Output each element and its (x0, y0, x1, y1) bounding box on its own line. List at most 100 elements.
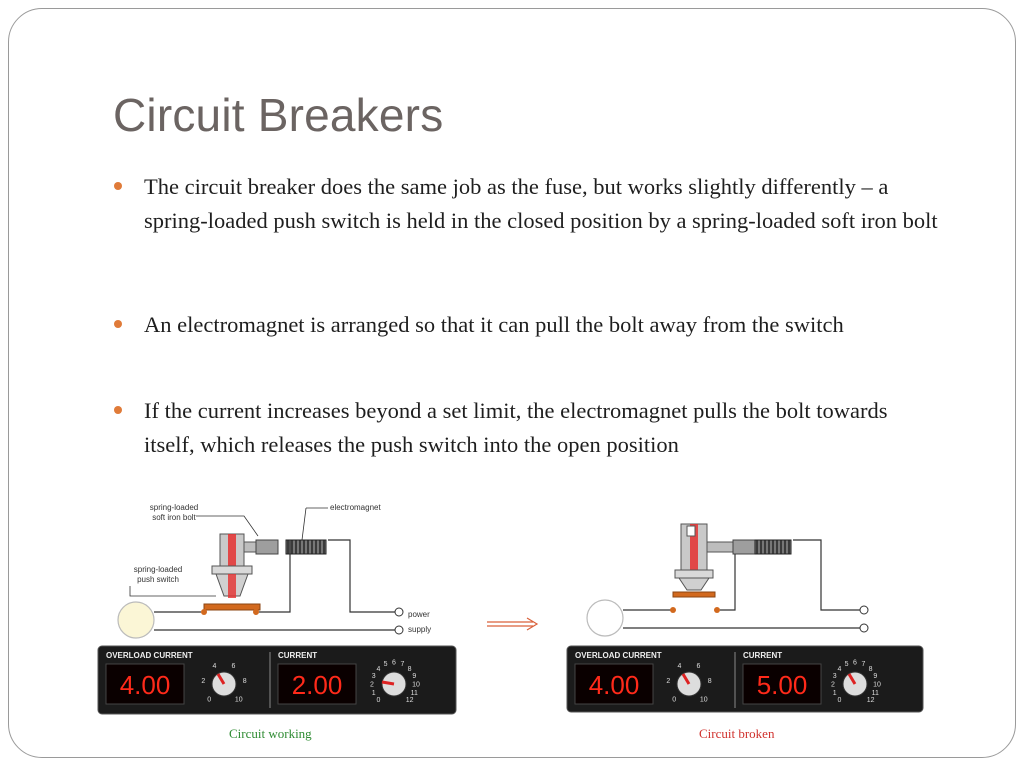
bullet-dot-icon (114, 182, 122, 190)
dial-tick-label: 10 (873, 682, 881, 689)
bolt-head (255, 539, 279, 555)
slide-frame (8, 8, 1016, 758)
dial-tick-label: 2 (201, 678, 205, 685)
dial-tick-label: 6 (853, 660, 857, 667)
dial-tick-label: 6 (232, 663, 236, 670)
overload-knob-pointer (216, 673, 226, 685)
overload-value: 4.00 (120, 670, 171, 700)
dial-tick-label: 4 (837, 666, 841, 673)
current-value: 5.00 (757, 670, 808, 700)
bullet-text: An electromagnet is arranged so that it … (144, 312, 844, 337)
overload-label: OVERLOAD CURRENT (575, 651, 662, 660)
push-switch-bar-open (672, 591, 716, 598)
caption-circuit-working: Circuit working (229, 726, 312, 741)
dial-tick-label: 9 (873, 673, 877, 680)
bolt-highlight (228, 534, 236, 582)
caption-circuit-broken: Circuit broken (699, 726, 775, 741)
dial-tick-label: 5 (384, 661, 388, 668)
dial-tick-label: 4 (213, 663, 217, 670)
electromagnet-label-leader-2 (301, 507, 307, 541)
terminal-supply (394, 625, 404, 635)
dial-tick-label: 8 (708, 678, 712, 685)
current-label: CURRENT (743, 651, 782, 660)
dial-tick-label: 5 (845, 661, 849, 668)
dial-tick-label: 9 (412, 673, 416, 680)
bullet-dot-icon (114, 406, 122, 414)
dial-tick-label: 7 (400, 661, 404, 668)
wire-coil-out (328, 539, 396, 613)
panel-frame (97, 645, 457, 715)
terminal-supply (859, 623, 869, 633)
dial-tick-label: 10 (235, 696, 243, 703)
lamp-icon (117, 601, 155, 639)
bolt-highlight (690, 524, 698, 570)
current-knob-pointer (381, 680, 395, 686)
switch-highlight (228, 574, 236, 598)
terminal-power (859, 605, 869, 615)
dial-tick-label: 12 (867, 697, 875, 704)
supply-label: supply (408, 625, 431, 634)
dial-tick-label: 8 (408, 666, 412, 673)
switch-label-line2: push switch (137, 575, 179, 584)
dial-tick-label: 6 (697, 663, 701, 670)
dial-tick-label: 0 (837, 697, 841, 704)
dial-tick-label: 1 (372, 690, 376, 697)
dial-tick-label: 4 (678, 663, 682, 670)
switch-collar (674, 569, 714, 579)
switch-cone (678, 577, 710, 591)
dial-tick-label: 7 (861, 661, 865, 668)
bullet-item: An electromagnet is arranged so that it … (112, 308, 942, 394)
bullet-item: If the current increases beyond a set li… (112, 394, 942, 464)
overload-display (105, 663, 185, 705)
bullet-text: The circuit breaker does the same job as… (144, 174, 938, 233)
transition-arrow-icon (487, 617, 539, 631)
dial-tick-label: 8 (243, 678, 247, 685)
current-label: CURRENT (278, 651, 317, 660)
bolt-label-leader (196, 515, 259, 537)
overload-knob-pointer (681, 673, 691, 685)
wire-coil-out (793, 539, 861, 611)
dial-tick-label: 11 (411, 690, 418, 697)
dial-tick-label: 2 (831, 682, 835, 689)
bolt-head (732, 539, 756, 555)
dial-tick-label: 1 (833, 690, 837, 697)
overload-label: OVERLOAD CURRENT (106, 651, 193, 660)
current-display (277, 663, 357, 705)
dial-tick-label: 0 (672, 696, 676, 703)
switch-collar (211, 565, 253, 575)
current-display (742, 663, 822, 705)
bolt-label-line1: spring-loaded (150, 503, 198, 512)
slide-title: Circuit Breakers (113, 89, 444, 141)
lamp-icon (586, 599, 624, 637)
terminal-power (394, 607, 404, 617)
bolt-rod (706, 541, 736, 553)
bullet-list: The circuit breaker does the same job as… (112, 170, 942, 464)
bolt-label-line2: soft iron bolt (152, 513, 196, 522)
switch-contact-right (714, 607, 720, 613)
electromagnet-coil (754, 539, 792, 555)
dial-tick-label: 2 (370, 682, 374, 689)
overload-display (574, 663, 654, 705)
dial-tick-label: 4 (376, 666, 380, 673)
switch-contact-left (201, 609, 207, 615)
switch-label-line1: spring-loaded (134, 565, 182, 574)
push-switch-bar (203, 603, 261, 611)
wire-to-coil (259, 540, 291, 613)
overload-value: 4.00 (589, 670, 640, 700)
dial-tick-label: 3 (833, 673, 837, 680)
dial-tick-label: 10 (700, 696, 708, 703)
electromagnet-coil (285, 539, 327, 555)
circuit-working-diagram: spring-loaded soft iron bolt electromagn… (97, 503, 457, 715)
current-knob-pointer (847, 673, 857, 685)
wire-to-coil (720, 554, 736, 611)
bolt-notch (686, 525, 696, 537)
dial-tick-label: 12 (406, 697, 414, 704)
dial-tick-label: 6 (392, 660, 396, 667)
dial-tick-label: 10 (412, 682, 420, 689)
